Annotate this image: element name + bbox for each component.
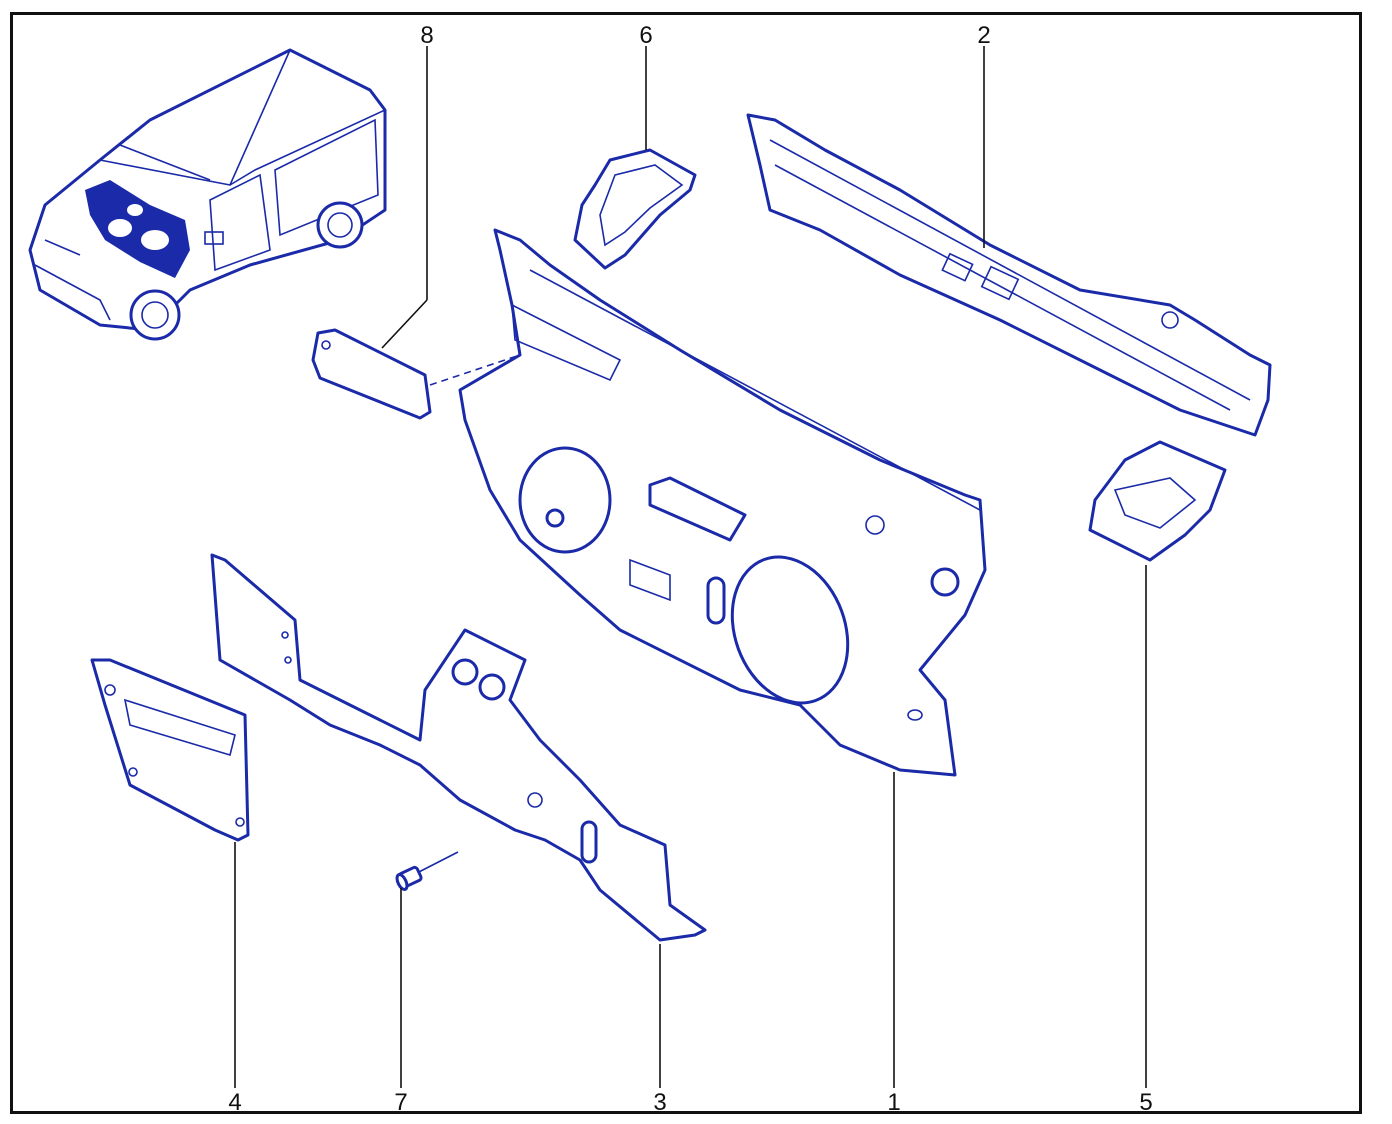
callout-7: 7 bbox=[394, 1089, 407, 1116]
callout-6: 6 bbox=[639, 22, 652, 49]
part-6-left-gusset bbox=[573, 148, 697, 270]
part-1-bulkhead bbox=[458, 228, 987, 777]
diagram-frame bbox=[10, 12, 1362, 1114]
callout-3: 3 bbox=[653, 1089, 666, 1116]
callout-numbers: 8 6 2 4 7 3 1 5 bbox=[228, 22, 1152, 1116]
part-8-cover-plate bbox=[311, 328, 521, 420]
callout-1: 1 bbox=[887, 1089, 900, 1116]
callout-2: 2 bbox=[977, 22, 990, 49]
leader-lines bbox=[234, 46, 1147, 1088]
part-5-right-gusset bbox=[1088, 440, 1227, 562]
callout-8: 8 bbox=[420, 22, 433, 49]
leader-8-diag bbox=[381, 299, 428, 349]
part-3-lower-crossmember bbox=[210, 553, 707, 942]
part-7-rivet bbox=[395, 851, 459, 891]
van-locator-icon bbox=[28, 48, 387, 341]
part-2-scuttle-panel bbox=[746, 113, 1272, 437]
part-4-side-closure bbox=[90, 658, 250, 842]
callout-4: 4 bbox=[228, 1089, 241, 1116]
callout-5: 5 bbox=[1139, 1089, 1152, 1116]
